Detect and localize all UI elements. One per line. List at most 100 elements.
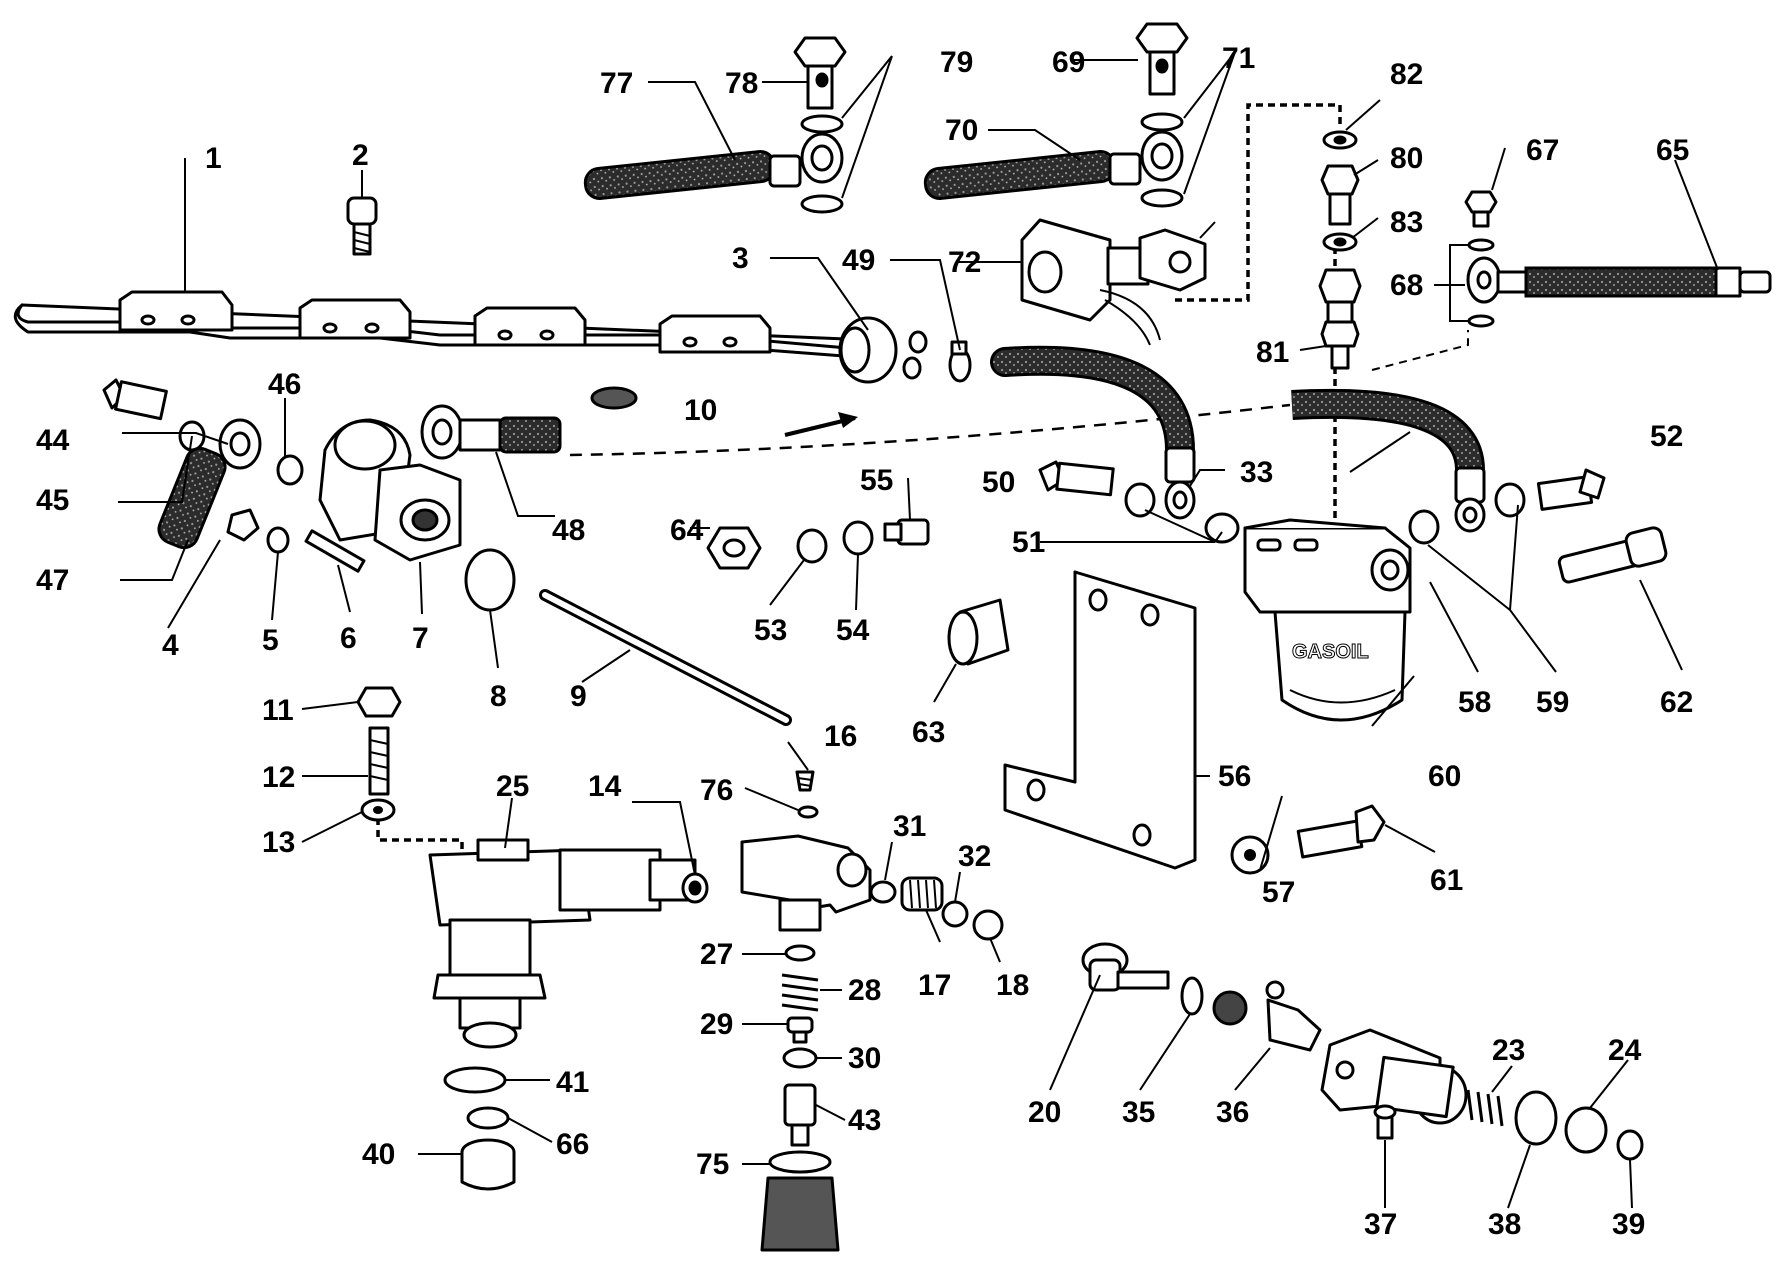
spring-28 xyxy=(781,973,819,1012)
filter-stamp: GASOIL xyxy=(1292,641,1369,663)
connector-stack xyxy=(1318,130,1362,370)
fuel-filter: GASOIL xyxy=(1243,518,1412,722)
callout-6: 6 xyxy=(340,622,357,655)
injector xyxy=(428,838,709,1049)
gasket-ring xyxy=(464,548,516,612)
leader-lines xyxy=(118,51,1719,1209)
nut-and-washers xyxy=(706,518,930,570)
callout-67: 67 xyxy=(1526,134,1559,167)
callout-64: 64 xyxy=(670,514,704,547)
spring-17 xyxy=(900,876,944,912)
lift-pump-outlet-hose xyxy=(420,404,562,460)
banjo-bolt-52 xyxy=(1408,468,1668,584)
banjo-bolt-50 xyxy=(1038,460,1240,544)
callout-29: 29 xyxy=(700,1008,733,1041)
callout-33: 33 xyxy=(1240,456,1273,489)
screw xyxy=(346,196,378,256)
callout-16: 16 xyxy=(824,720,857,753)
callout-43: 43 xyxy=(848,1104,881,1137)
callout-12: 12 xyxy=(262,761,295,794)
callout-63: 63 xyxy=(912,716,945,749)
callout-75: 75 xyxy=(696,1148,729,1181)
callout-54: 54 xyxy=(836,614,870,647)
callout-31: 31 xyxy=(893,810,926,843)
filter-supply-hose xyxy=(1291,388,1486,533)
screw-37 xyxy=(1373,1104,1397,1140)
callout-56: 56 xyxy=(1218,760,1251,793)
callout-49: 49 xyxy=(842,244,875,277)
callout-20: 20 xyxy=(1028,1096,1061,1129)
callout-14: 14 xyxy=(588,770,622,803)
callout-23: 23 xyxy=(1492,1034,1525,1067)
callout-58: 58 xyxy=(1458,686,1491,719)
callout-66: 66 xyxy=(556,1128,589,1161)
callout-51: 51 xyxy=(1012,526,1045,559)
callout-62: 62 xyxy=(1660,686,1693,719)
callout-41: 41 xyxy=(556,1066,589,1099)
banjo-bolt-small xyxy=(1464,190,1498,328)
callout-39: 39 xyxy=(1612,1208,1645,1241)
o-ring-35 xyxy=(1180,976,1204,1016)
callout-65: 65 xyxy=(1656,134,1689,167)
fuel-hose-upper-left xyxy=(583,36,847,214)
sealing-washer xyxy=(466,1106,510,1130)
callout-40: 40 xyxy=(362,1138,395,1171)
callout-80: 80 xyxy=(1390,142,1423,175)
return-hose xyxy=(990,345,1196,520)
callout-17: 17 xyxy=(918,969,951,1002)
callout-9: 9 xyxy=(570,680,587,713)
delivery-valve-43 xyxy=(783,1083,817,1147)
seat-30 xyxy=(782,1047,818,1069)
callout-32: 32 xyxy=(958,840,991,873)
callout-11: 11 xyxy=(262,694,294,727)
callout-47: 47 xyxy=(36,564,69,597)
cap-31 xyxy=(869,880,897,904)
callout-38: 38 xyxy=(1488,1208,1521,1241)
injector-sleeve xyxy=(460,1138,516,1191)
callout-25: 25 xyxy=(496,770,529,803)
callout-72: 72 xyxy=(948,246,981,279)
callout-83: 83 xyxy=(1390,206,1423,239)
leak-off-hose xyxy=(1466,256,1772,304)
o-ring xyxy=(590,386,638,410)
ring-24 xyxy=(1564,1106,1608,1154)
callout-50: 50 xyxy=(982,466,1015,499)
fuel-hose-upper-middle xyxy=(923,22,1189,208)
fork-36 xyxy=(1265,980,1322,1052)
callout-70: 70 xyxy=(945,114,978,147)
callout-59: 59 xyxy=(1536,686,1569,719)
callout-7: 7 xyxy=(412,622,429,655)
bushing-38 xyxy=(1514,1090,1558,1146)
spacer xyxy=(947,598,1010,666)
callout-46: 46 xyxy=(268,368,301,401)
callout-13: 13 xyxy=(262,826,295,859)
flow-arrow xyxy=(784,412,858,437)
spring-23 xyxy=(1466,1089,1504,1127)
callout-5: 5 xyxy=(262,624,279,657)
callout-27: 27 xyxy=(700,938,733,971)
callout-10: 10 xyxy=(684,394,717,427)
callout-30: 30 xyxy=(848,1042,881,1075)
mounting-bracket xyxy=(1003,570,1197,870)
callout-35: 35 xyxy=(1122,1096,1155,1129)
callout-2: 2 xyxy=(352,139,369,172)
pump-housing xyxy=(1320,1028,1468,1125)
callout-55: 55 xyxy=(860,464,893,497)
grommet xyxy=(838,316,928,384)
callout-36: 36 xyxy=(1216,1096,1249,1129)
seal-27 xyxy=(784,944,816,962)
callout-77: 77 xyxy=(600,67,633,100)
callout-8: 8 xyxy=(490,680,507,713)
clip-39 xyxy=(1616,1129,1644,1161)
callout-69: 69 xyxy=(1052,46,1085,79)
callout-52: 52 xyxy=(1650,420,1683,453)
plunger-20 xyxy=(1081,942,1170,992)
seal-ring-75 xyxy=(768,1150,832,1174)
callout-1: 1 xyxy=(205,142,222,175)
nut-stud-washer xyxy=(356,686,402,822)
callout-44: 44 xyxy=(36,424,70,457)
valve-29 xyxy=(786,1016,814,1044)
pump-head xyxy=(740,770,872,932)
sealing-ring xyxy=(443,1066,507,1094)
filter-screen xyxy=(1212,990,1248,1026)
